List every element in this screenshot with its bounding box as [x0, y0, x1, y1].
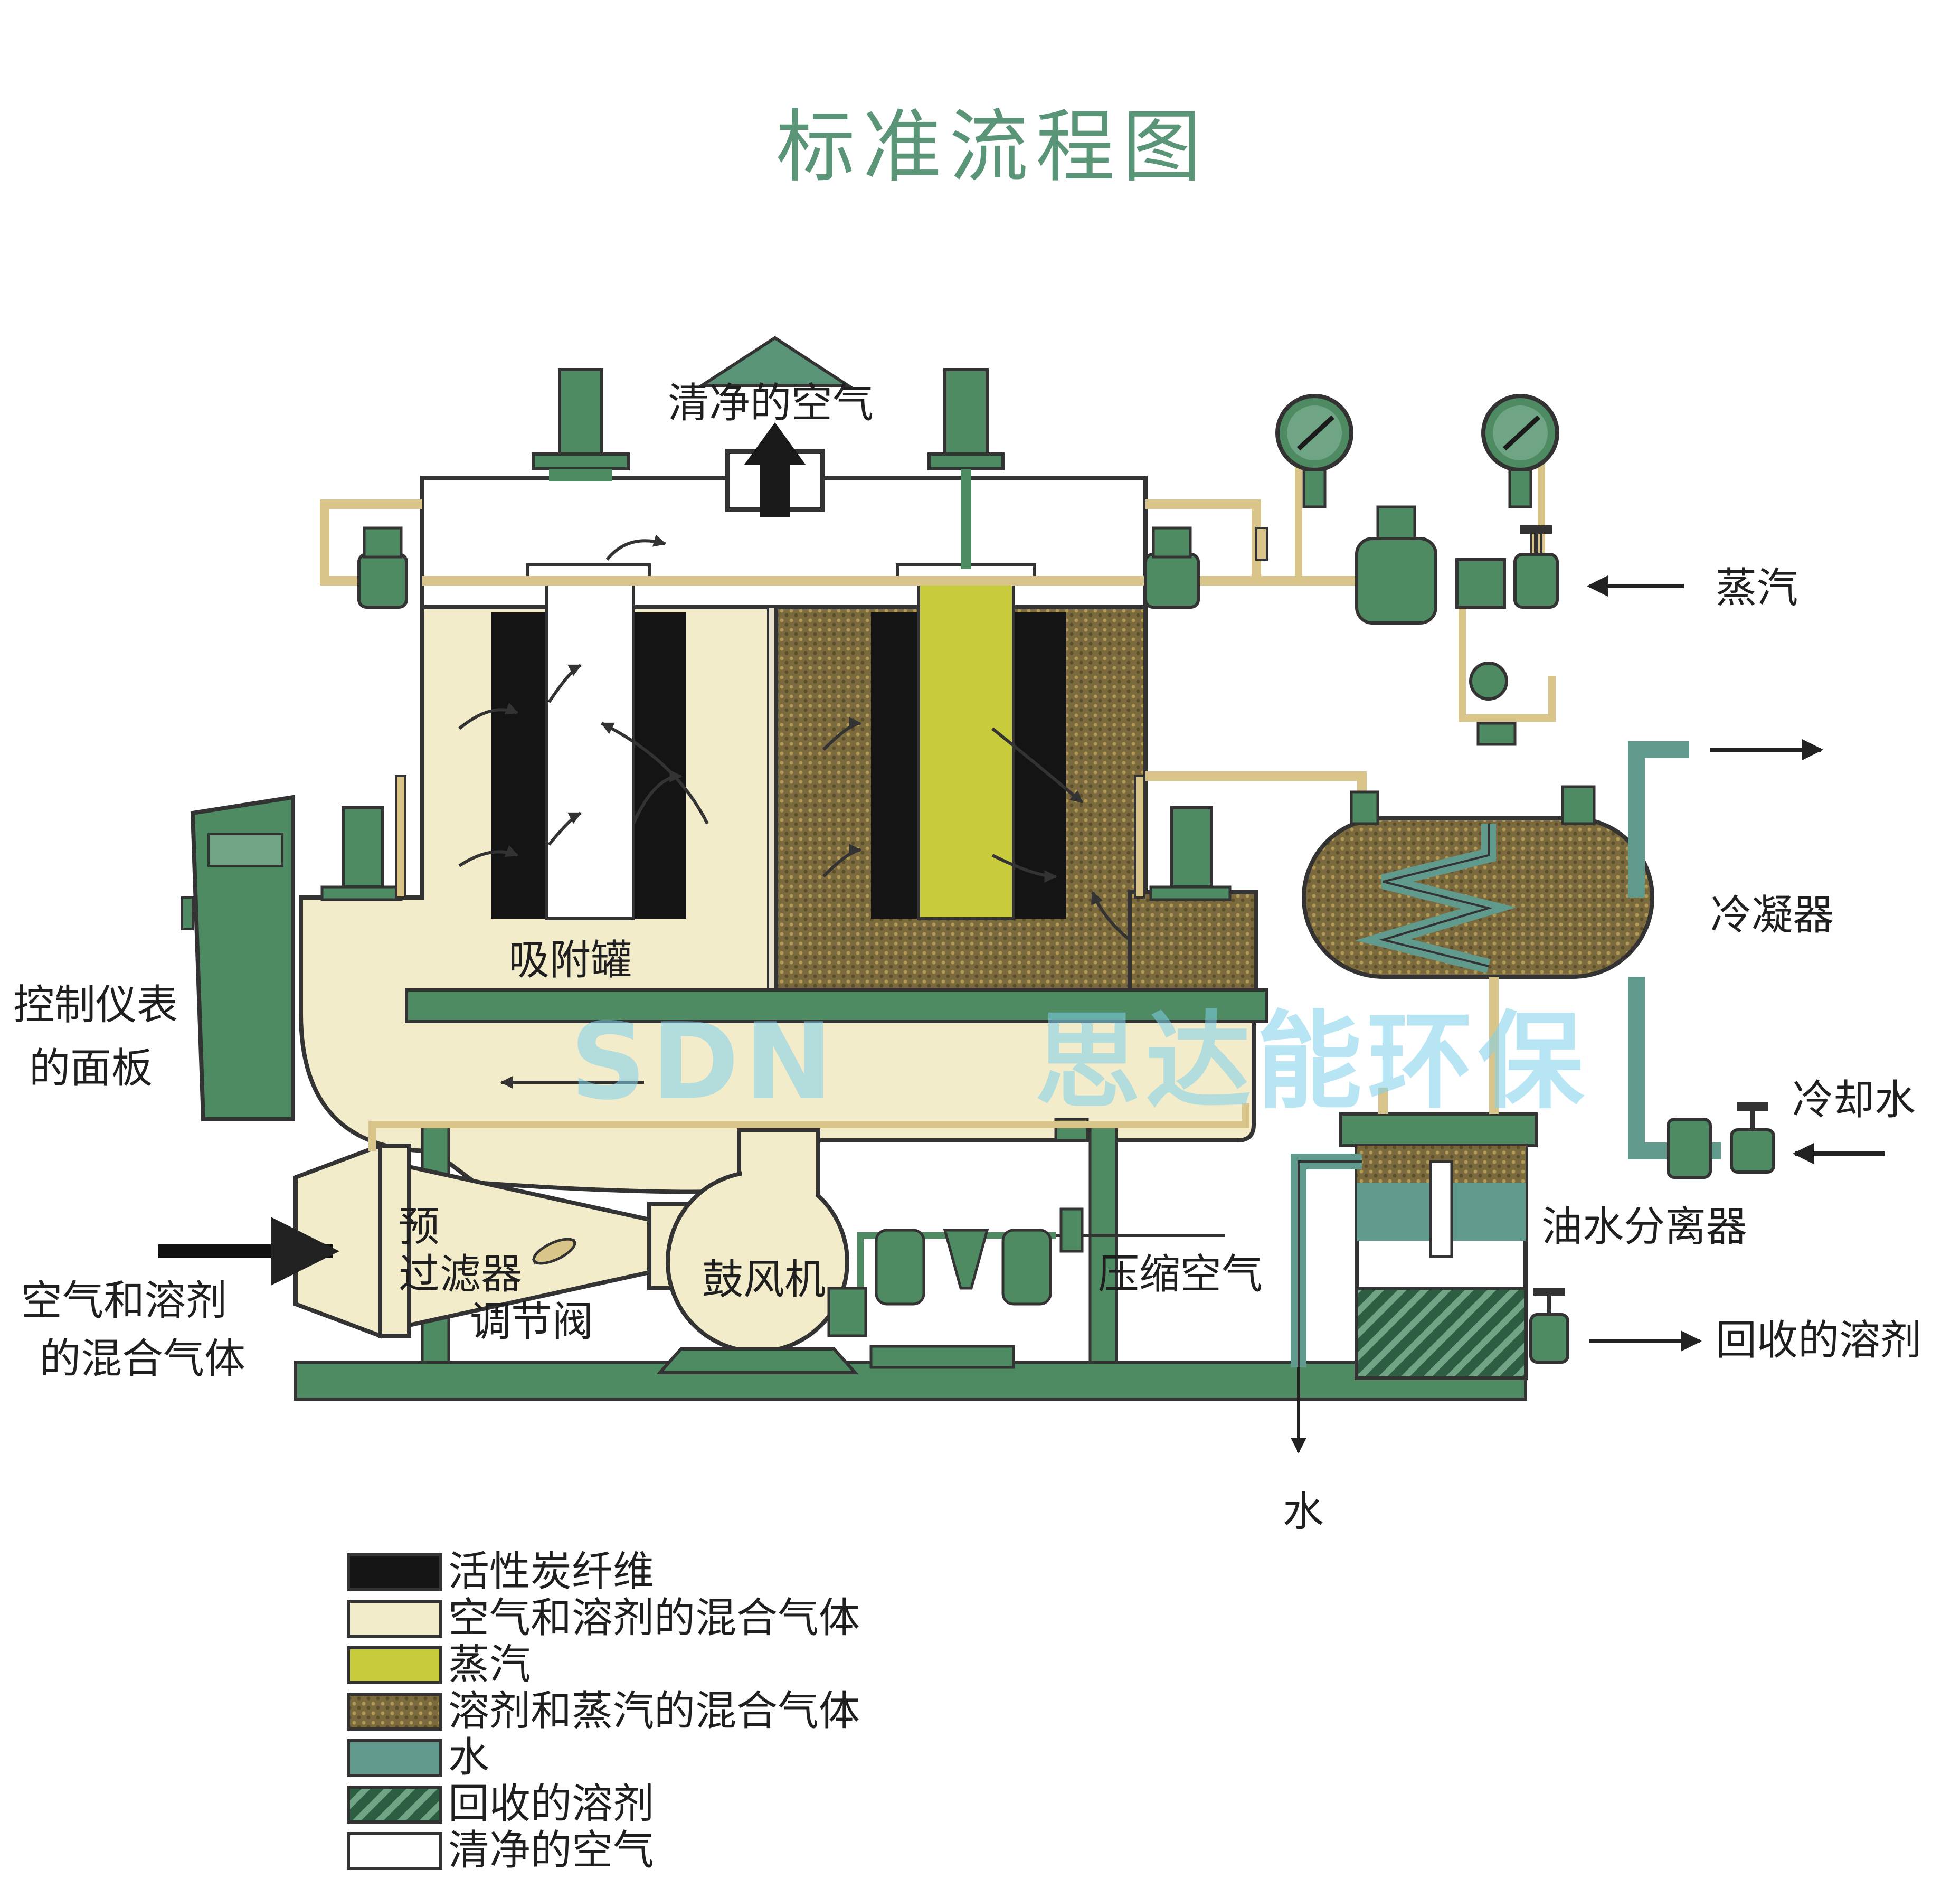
- legend-swatch: [347, 1832, 442, 1870]
- legend-swatch: [347, 1553, 442, 1591]
- cooling-water-out-pipe: [1628, 741, 1689, 898]
- cooling-water-valves: [1667, 1102, 1775, 1179]
- label-water-out: 水: [1283, 1488, 1324, 1536]
- steam-tube: [917, 569, 1015, 920]
- label-cooling-water: 冷却水: [1792, 1077, 1916, 1124]
- condenser: [1302, 785, 1654, 979]
- legend-swatch: [347, 1646, 442, 1684]
- clean-air-arrow: [744, 422, 806, 517]
- label-recovered-solvent: 回收的溶剂: [1716, 1317, 1921, 1364]
- legend-label: 蒸汽: [448, 1641, 531, 1688]
- legend-swatch: [347, 1739, 442, 1777]
- label-clean-air-top: 清净的空气: [668, 380, 874, 427]
- compressed-air-unit: [827, 1207, 1225, 1369]
- clean-air-tube: [545, 569, 635, 920]
- adsorption-tank: [299, 336, 1268, 1194]
- legend-label: 空气和溶剂的混合气体: [448, 1594, 860, 1642]
- legend-swatch: [347, 1786, 442, 1824]
- top-actuators: [532, 368, 1005, 569]
- label-inlet-1: 空气和溶剂: [21, 1277, 227, 1325]
- label-adsorption-tank: 吸附罐: [508, 937, 632, 984]
- side-actuators: [320, 775, 1232, 901]
- label-control-panel-2: 的面板: [29, 1045, 153, 1092]
- page-title: 标准流程图: [776, 101, 1209, 193]
- watermark-brand: SDN: [570, 1000, 838, 1123]
- label-oil-water-separator: 油水分离器: [1541, 1203, 1747, 1251]
- label-prefilter: 过滤器: [399, 1251, 522, 1298]
- pressure-gauge-1: [1275, 394, 1353, 508]
- vapor-pipe: [1145, 771, 1367, 808]
- legend-label: 溶剂和蒸汽的混合气体: [448, 1687, 860, 1735]
- label-condenser: 冷凝器: [1710, 892, 1834, 939]
- control-panel: [181, 795, 295, 1121]
- legend-swatch: [347, 1693, 442, 1731]
- legend-label: 回收的溶剂: [448, 1780, 654, 1828]
- label-compressed-air: 压缩空气: [1098, 1251, 1263, 1298]
- label-regulating-valve: 调节阀: [470, 1298, 593, 1346]
- label-prefilter-char: 预: [399, 1203, 440, 1251]
- exhaust-hood: [696, 336, 854, 387]
- steam-valves: [357, 505, 1559, 746]
- bottom-plate: [405, 988, 1268, 1023]
- oil-water-separator: [1291, 977, 1569, 1380]
- legend-label: 活性炭纤维: [448, 1548, 654, 1595]
- legend-swatch: [347, 1600, 442, 1638]
- label-control-panel-1: 控制仪表: [13, 981, 178, 1029]
- label-steam-in: 蒸汽: [1716, 564, 1798, 612]
- flow-arrows: [458, 534, 1131, 1089]
- label-inlet-2: 的混合气体: [40, 1335, 245, 1383]
- watermark-company: 思达能环保: [1035, 1000, 1589, 1123]
- legend-label: 清净的空气: [448, 1827, 654, 1874]
- legend-label: 水: [448, 1734, 489, 1781]
- label-blower: 鼓风机: [702, 1256, 826, 1304]
- watermark: SDN 思达能环保: [570, 1000, 1589, 1123]
- pressure-gauge-2: [1481, 394, 1559, 508]
